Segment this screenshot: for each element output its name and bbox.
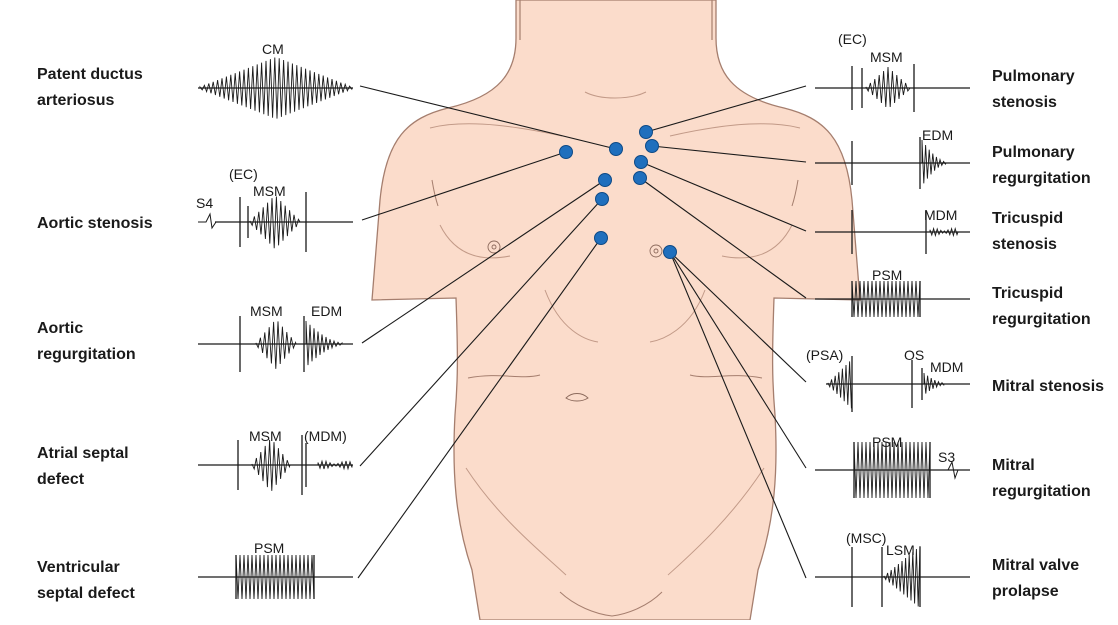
tag-psa: (PSA)	[806, 347, 843, 363]
label-patent-ductus-arteriosus: Patent ductus arteriosus	[37, 62, 207, 114]
torso-silhouette	[372, 0, 860, 620]
label-mitral-stenosis: Mitral stenosis	[992, 374, 1118, 400]
label-aortic-regurgitation: Aortic regurgitation	[37, 316, 207, 368]
label-line: Tricuspid	[992, 281, 1118, 307]
tag-psm: PSM	[872, 267, 902, 283]
ps-murmur	[866, 67, 910, 107]
label-ventricular-septal-defect: Ventricular septal defect	[37, 555, 207, 607]
ms-mdm	[924, 373, 944, 394]
tag-mdm: MDM	[924, 207, 957, 223]
label-pulmonary-regurgitation: Pulmonary regurgitation	[992, 140, 1118, 192]
label-mitral-regurgitation: Mitral regurgitation	[992, 453, 1118, 505]
point-tr	[634, 172, 647, 185]
label-line: regurgitation	[992, 307, 1118, 333]
tag-msc: (MSC)	[846, 530, 886, 546]
tag-s4: S4	[196, 195, 213, 211]
label-line: stenosis	[992, 90, 1118, 116]
label-atrial-septal-defect: Atrial septal defect	[37, 441, 207, 493]
label-line: Mitral	[992, 453, 1118, 479]
point-as	[560, 146, 573, 159]
point-ar	[599, 174, 612, 187]
label-line: regurgitation	[37, 342, 207, 368]
tag-edm: EDM	[311, 303, 342, 319]
label-line: Atrial septal	[37, 441, 207, 467]
tag-ec: (EC)	[838, 31, 867, 47]
label-tricuspid-stenosis: Tricuspid stenosis	[992, 206, 1118, 258]
point-pr	[646, 140, 659, 153]
asd-mdm	[318, 461, 352, 469]
label-line: Aortic stenosis	[37, 211, 207, 237]
tag-msm: MSM	[253, 183, 286, 199]
pda-murmur	[200, 58, 352, 119]
point-vsd	[595, 232, 608, 245]
label-mitral-valve-prolapse: Mitral valve prolapse	[992, 553, 1118, 605]
tag-ec: (EC)	[229, 166, 258, 182]
label-line: Pulmonary	[992, 140, 1118, 166]
label-line: Tricuspid	[992, 206, 1118, 232]
tag-s3: S3	[938, 449, 955, 465]
tag-mdm: MDM	[930, 359, 963, 375]
label-line: regurgitation	[992, 166, 1118, 192]
label-line: Patent ductus	[37, 62, 207, 88]
asd-murmur	[252, 440, 290, 491]
tag-lsm: LSM	[886, 542, 915, 558]
label-line: prolapse	[992, 579, 1118, 605]
label-line: Pulmonary	[992, 64, 1118, 90]
label-aortic-stenosis: Aortic stenosis	[37, 211, 207, 237]
point-pda	[610, 143, 623, 156]
label-line: defect	[37, 467, 207, 493]
ms-presystolic	[828, 361, 852, 408]
tag-cm: CM	[262, 41, 284, 57]
point-asd	[596, 193, 609, 206]
label-line: Aortic	[37, 316, 207, 342]
ar-msm-murmur	[256, 321, 296, 368]
label-tricuspid-regurgitation: Tricuspid regurgitation	[992, 281, 1118, 333]
tag-msm: MSM	[870, 49, 903, 65]
tag-msm: MSM	[250, 303, 283, 319]
tag-mdm: (MDM)	[304, 428, 347, 444]
label-line: arteriosus	[37, 88, 207, 114]
tag-msm: MSM	[249, 428, 282, 444]
point-ts	[635, 156, 648, 169]
pr-murmur	[922, 140, 946, 183]
label-line: septal defect	[37, 581, 207, 607]
tag-edm: EDM	[922, 127, 953, 143]
label-line: Ventricular	[37, 555, 207, 581]
label-pulmonary-stenosis: Pulmonary stenosis	[992, 64, 1118, 116]
tag-psm: PSM	[872, 434, 902, 450]
ar-edm-murmur	[306, 321, 342, 365]
label-line: Mitral valve	[992, 553, 1118, 579]
label-line: regurgitation	[992, 479, 1118, 505]
tag-psm: PSM	[254, 540, 284, 556]
point-ps	[640, 126, 653, 139]
label-line: Mitral stenosis	[992, 374, 1118, 400]
point-mitral	[664, 246, 677, 259]
label-line: stenosis	[992, 232, 1118, 258]
tag-os: OS	[904, 347, 924, 363]
